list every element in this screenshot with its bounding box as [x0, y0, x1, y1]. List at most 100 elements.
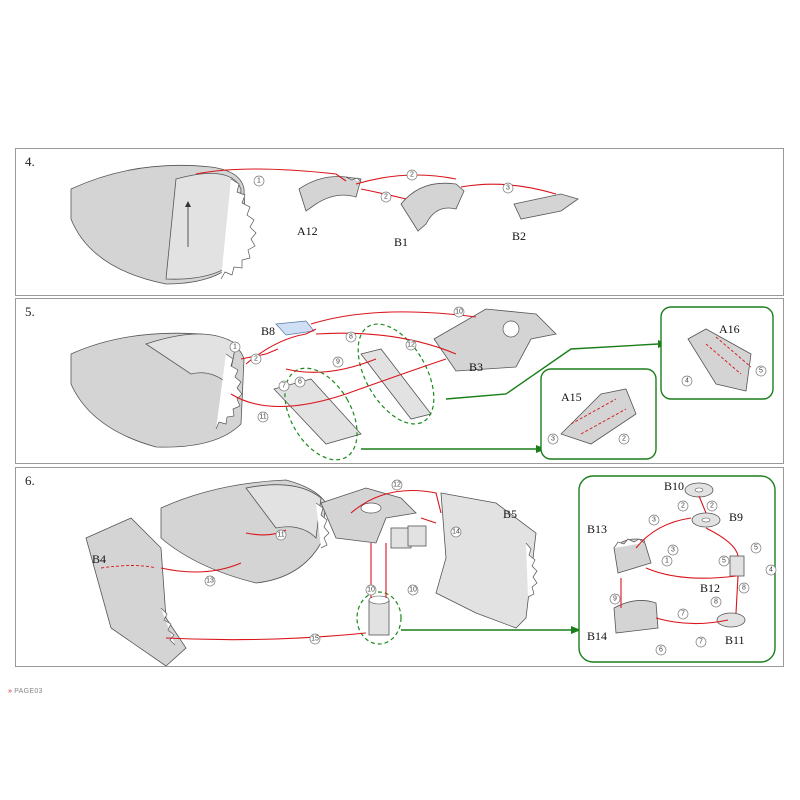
part-label-b1: B1: [394, 235, 408, 249]
callout-label: 10: [455, 309, 463, 316]
callout: 7: [677, 608, 689, 620]
callout-label: 2: [410, 172, 414, 179]
callout-label: 2: [254, 356, 258, 363]
callout: 6: [294, 376, 306, 388]
callout-label: 5: [754, 545, 758, 552]
callout-label: 2: [622, 436, 626, 443]
callout: 2: [677, 500, 689, 512]
callout: 5: [718, 555, 730, 567]
callout-label: 12: [407, 342, 415, 349]
part-label-b14: B14: [587, 629, 607, 643]
callout-label: 8: [714, 599, 718, 606]
callout-label: 11: [259, 414, 266, 421]
callout-label: 7: [699, 639, 703, 646]
part-label-b10: B10: [664, 479, 684, 493]
callout-label: 7: [282, 383, 286, 390]
part-label-b12: B12: [700, 581, 720, 595]
callout: 4: [765, 564, 777, 576]
callout: 7: [695, 636, 707, 648]
callout-label: 10: [367, 587, 375, 594]
callout-label: 3: [652, 517, 656, 524]
callout: 1: [229, 341, 241, 353]
callout-label: 6: [298, 379, 302, 386]
part-label-b3: B3: [469, 360, 483, 374]
callout: 2: [618, 433, 630, 445]
part-label-b8: B8: [261, 324, 275, 338]
callout: 9: [332, 356, 344, 368]
callout-label: 3: [671, 547, 675, 554]
callout-label: 5: [759, 368, 763, 375]
direction-arrowhead: [185, 201, 191, 207]
detail-highlight-b: [357, 323, 435, 425]
callout-label: 3: [551, 436, 555, 443]
step-6-panel: 6.: [15, 467, 784, 667]
detail-highlight: [356, 591, 402, 645]
callout: 2: [250, 353, 262, 365]
callout: 4: [681, 375, 693, 387]
callout-label: 9: [336, 359, 340, 366]
callout: 8: [710, 596, 722, 608]
leader-a16: [445, 343, 659, 400]
callout: 12: [391, 479, 403, 491]
assembly-detail-box: [578, 475, 776, 663]
callout-3: 3: [502, 182, 514, 194]
callout-label: 8: [349, 334, 353, 341]
part-b4: [85, 517, 187, 666]
part-label-b9: B9: [729, 510, 743, 524]
callout-label: 4: [685, 378, 689, 385]
step-number: 6.: [25, 473, 35, 488]
callout: 10: [365, 584, 377, 596]
step-4-illustration: 1 2 2 3 A12 B1 B2: [70, 164, 579, 285]
callout-label: 5: [722, 558, 726, 565]
step-number: 4.: [25, 154, 35, 169]
callout-label: 7: [681, 611, 685, 618]
callout-label: 12: [393, 482, 401, 489]
page-footer: »PAGE03: [8, 688, 43, 695]
callout-label: 1: [665, 558, 669, 565]
part-b1: [400, 182, 465, 232]
callout: 10: [453, 306, 465, 318]
part-b5: [435, 492, 537, 629]
part-b2: [513, 193, 579, 220]
part-label-a16: A16: [719, 322, 740, 336]
part-label-a15: A15: [561, 390, 582, 404]
callout-label: 8: [742, 585, 746, 592]
part-label-b4: B4: [92, 552, 106, 566]
callout: 9: [609, 593, 621, 605]
callout-label: 14: [452, 529, 460, 536]
callout-label: 2: [681, 503, 685, 510]
callout: 3: [648, 514, 660, 526]
callout: 1: [661, 555, 673, 567]
callout: 12: [405, 339, 417, 351]
callout-label: 15: [311, 636, 319, 643]
front-teeth: [220, 178, 257, 280]
assembly-arrow-2a: [355, 174, 457, 185]
callout: 11: [275, 529, 287, 541]
part-b8: [275, 320, 315, 336]
part-label-b13: B13: [587, 522, 607, 536]
part-label-a12: A12: [297, 224, 318, 238]
step-5-panel: 5. 1 2 6 7: [15, 298, 784, 464]
callout: 5: [750, 542, 762, 554]
part-label-b5: B5: [503, 507, 517, 521]
callout: 8: [345, 331, 357, 343]
callout-label: 11: [277, 532, 284, 539]
strip-b: [360, 348, 432, 420]
step-5-illustration: 1 2 6 7 8 9 10 11 12 3 2 4 5 B8 B3 A15 A…: [70, 306, 774, 461]
callout: 3: [667, 544, 679, 556]
callout: 5: [755, 365, 767, 377]
callout-label: 13: [206, 578, 214, 585]
step-6-illustration: 11 12 13 14 15 10 10 2 2 3 3 1 5 5 4 8 8…: [85, 475, 777, 666]
callout-label: 10: [409, 587, 417, 594]
part-a12: [298, 176, 362, 212]
part-b3: [433, 308, 557, 372]
part-label-b11: B11: [725, 633, 745, 647]
callout: 10: [407, 584, 419, 596]
callout-label: 3: [506, 185, 510, 192]
callout-label: 1: [233, 344, 237, 351]
part-label-b2: B2: [512, 229, 526, 243]
callout-label: 6: [659, 647, 663, 654]
callout-label: 4: [769, 567, 773, 574]
assembly-arrow-1: [195, 168, 347, 182]
callout: 14: [450, 526, 462, 538]
